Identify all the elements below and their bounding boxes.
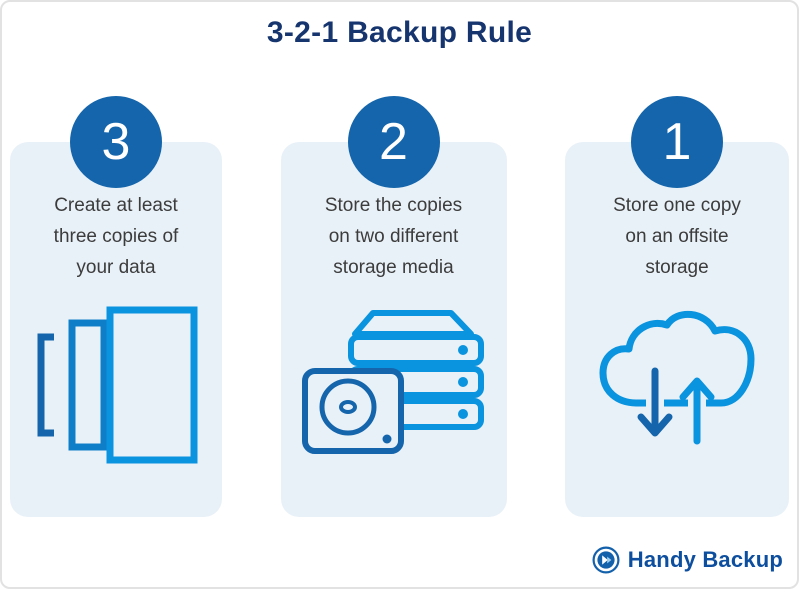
handy-backup-logo: Handy Backup — [592, 546, 783, 574]
step-number-badge: 3 — [70, 96, 162, 188]
cloud-backup-icon — [599, 310, 755, 445]
card-three-copies: 3 Create at least three copies of your d… — [10, 96, 222, 517]
card-description: Store one copy on an offsite storage — [565, 190, 789, 283]
copies-icon — [37, 306, 198, 464]
card-description-line: Create at least — [54, 195, 178, 216]
card-icon-area — [281, 305, 507, 455]
card-description-line: three copies of — [53, 226, 179, 247]
handy-backup-logo-icon — [592, 546, 620, 574]
storage-media-icon — [301, 310, 484, 454]
page-title: 3-2-1 Backup Rule — [266, 16, 533, 49]
card-description-line: Store one copy — [613, 195, 741, 216]
card-two-media: 2 Store the copies on two different stor… — [280, 96, 507, 517]
step-number-badge: 1 — [631, 96, 723, 188]
card-description-line: storage media — [333, 257, 454, 278]
cards-row: 3 Create at least three copies of your d… — [10, 96, 789, 517]
logo-text: Handy Backup — [627, 547, 783, 572]
step-number-badge: 2 — [347, 96, 440, 188]
card-description-line: your data — [76, 257, 156, 278]
card-icon-area — [565, 305, 789, 463]
card-icon-area — [10, 305, 222, 465]
card-description-line: Store the copies — [324, 195, 463, 216]
card-description-line: on an offsite — [625, 226, 729, 247]
card-description: Create at least three copies of your dat… — [10, 190, 222, 283]
card-description-line: on two different — [328, 226, 459, 247]
card-description: Store the copies on two different storag… — [281, 190, 507, 283]
card-description-line: storage — [645, 257, 709, 278]
card-offsite-storage: 1 Store one copy on an offsite storage — [565, 96, 789, 517]
